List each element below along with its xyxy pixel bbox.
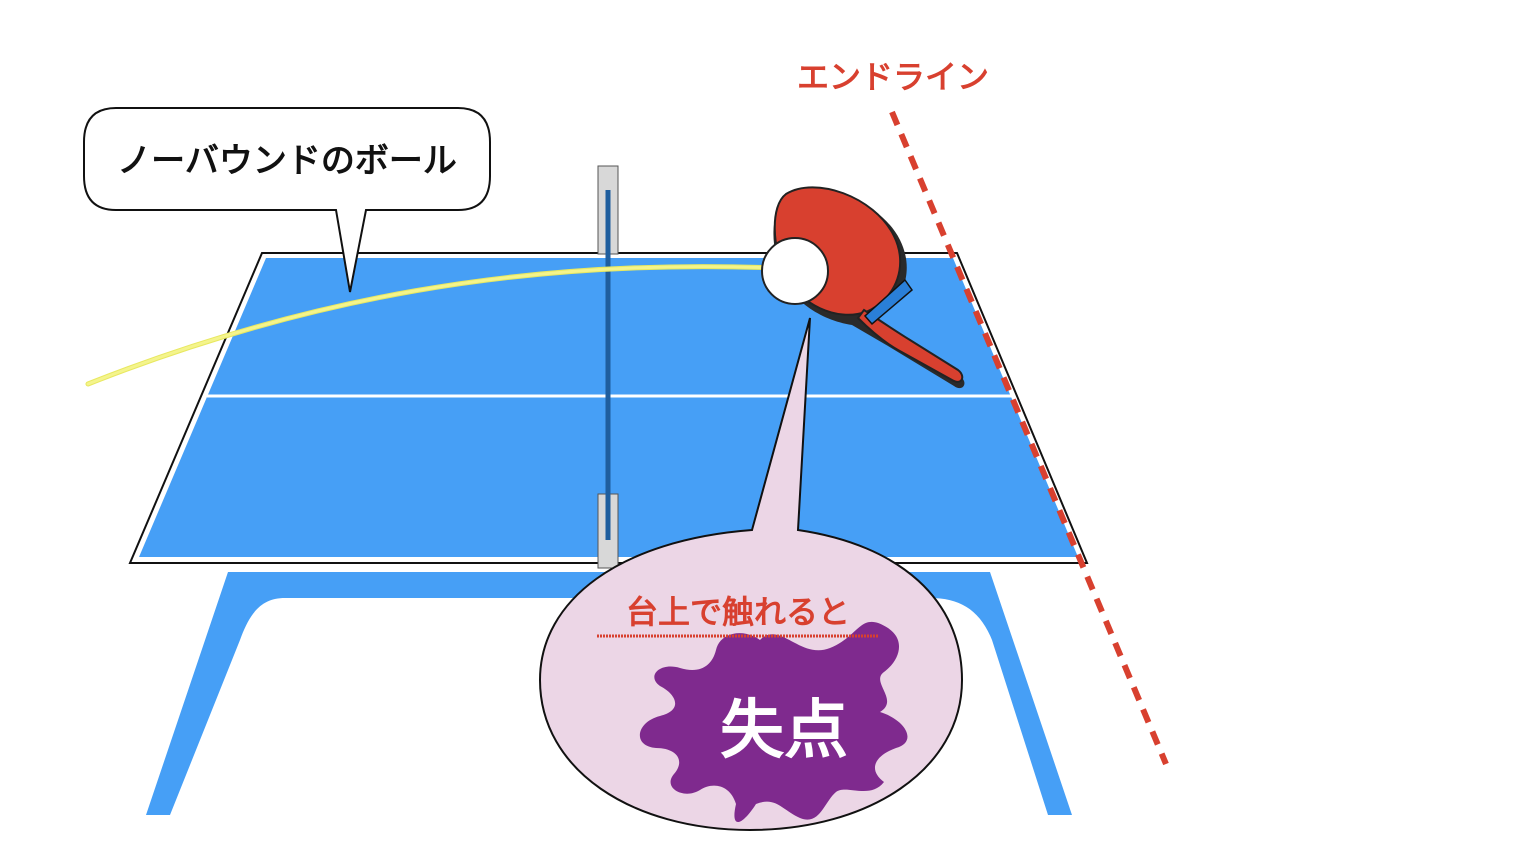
end-line-label: エンドライン <box>797 58 989 96</box>
lose-point-label: 失点 <box>720 694 848 768</box>
touch-on-table-label: 台上で触れると <box>626 593 850 631</box>
splat-burst-icon <box>639 621 908 823</box>
no-bounce-ball-label: ノーバウンドのボール <box>117 141 457 181</box>
table-leg-frame <box>146 572 1072 815</box>
no-bounce-callout-bubble <box>83 107 491 293</box>
ping-pong-ball-icon <box>761 237 829 305</box>
end-line-dashed <box>889 110 1169 766</box>
